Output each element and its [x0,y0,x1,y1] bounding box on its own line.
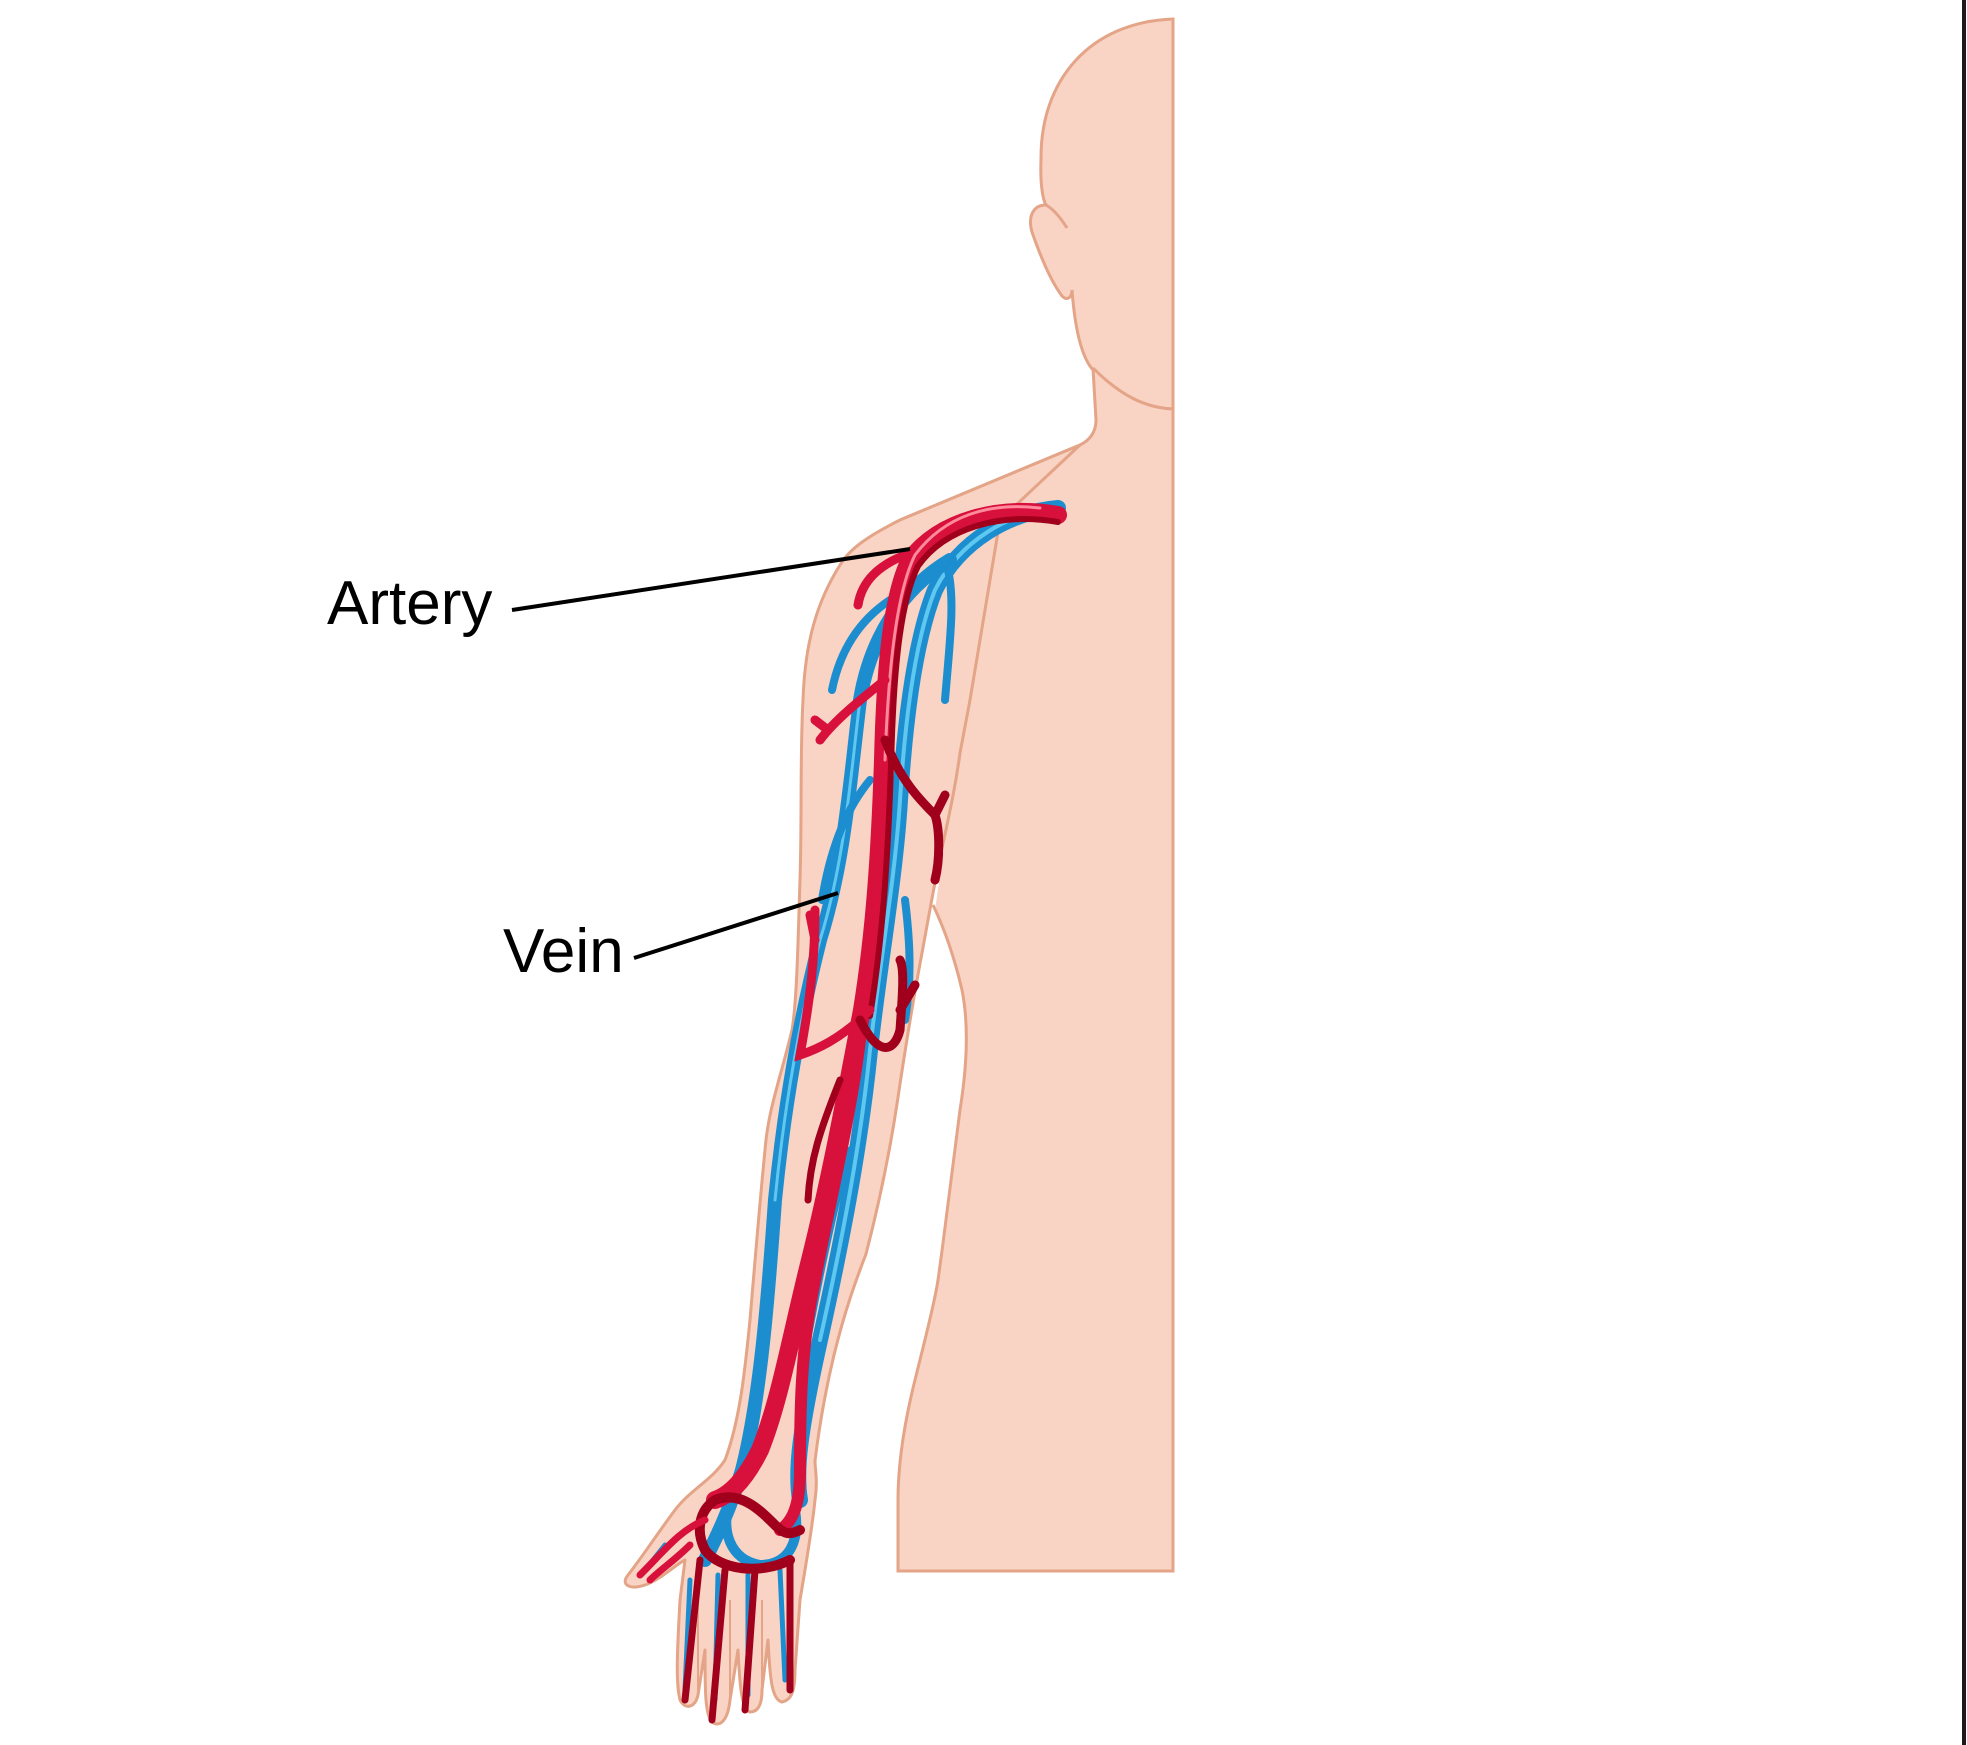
artery-elbow-left [794,905,875,1062]
vein-branch-mid [818,776,874,904]
head-silhouette [1029,17,1175,411]
vein-label: Vein [503,917,624,986]
artery-elbow-right [855,955,920,1052]
vein-branch-upper [828,596,894,694]
artery-upper-branch [810,675,890,745]
vein-branch-elbow [901,896,914,1024]
artery-main [706,503,1067,1509]
artery-shoulder-branch [853,550,910,610]
artery-main-shadow [867,516,1061,1019]
ear-detail [1045,203,1069,229]
artery-label: Artery [327,569,493,638]
artery-palmar-arch [694,1492,805,1574]
artery-ulnar-branch [804,1076,844,1204]
arteries [636,503,1067,1724]
artery-profunda [880,735,950,885]
artery-leader-line [511,547,911,612]
artery-radial [774,1034,866,1536]
vein-cephalic-highlight [773,698,862,1202]
frame-border [1962,0,1966,1745]
vein-branch-shoulder [941,566,956,704]
vein-leader-line [633,891,839,960]
torso-outline [896,19,1175,1573]
artery-thumb [636,1516,709,1584]
fingers-detail [697,1600,763,1700]
artery-main-highlight [883,505,1042,762]
artery-fingers [681,1556,794,1724]
chin-line [1091,366,1174,411]
veins [642,500,1066,1703]
